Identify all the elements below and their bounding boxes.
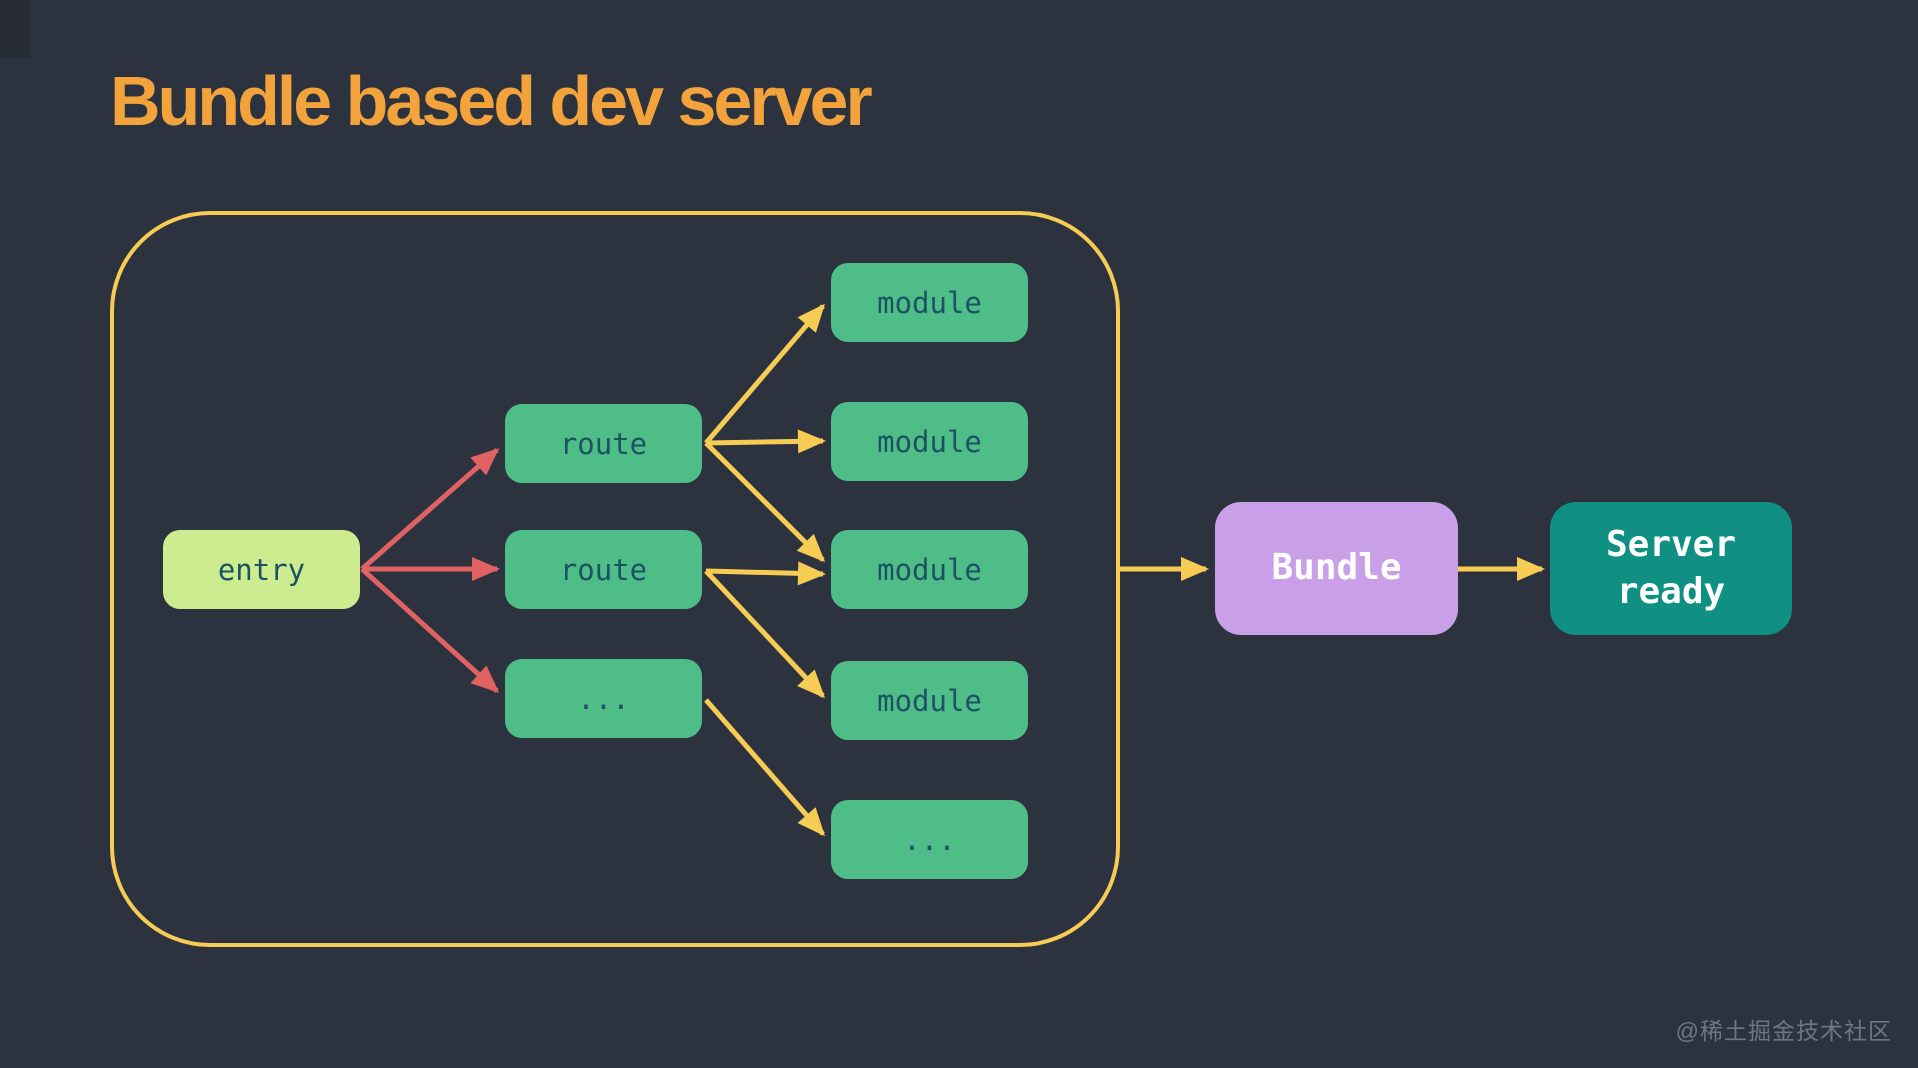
node-modules-more-label: ... [903,822,956,857]
node-module-1: module [831,263,1028,342]
node-routes-more: ... [505,659,702,738]
node-modules-more: ... [831,800,1028,879]
node-bundle: Bundle [1215,502,1458,635]
node-module-3: module [831,530,1028,609]
page-title: Bundle based dev server [110,62,873,140]
node-server-ready: Server ready [1550,502,1792,635]
watermark: @稀土掘金技术社区 [1675,1018,1892,1044]
node-module-2-label: module [877,424,982,459]
node-module-3-label: module [877,552,982,587]
node-routes-more-label: ... [577,681,630,716]
node-module-1-label: module [877,285,982,320]
node-module-4: module [831,661,1028,740]
node-bundle-label: Bundle [1271,547,1402,589]
corner-patch [0,0,30,58]
dev-server-boundary-frame [110,211,1120,947]
node-module-2: module [831,402,1028,481]
node-module-4-label: module [877,683,982,718]
node-entry: entry [163,530,360,609]
node-route-1: route [505,404,702,483]
node-route-2: route [505,530,702,609]
node-route-1-label: route [559,426,648,461]
node-route-2-label: route [559,552,648,587]
node-server-ready-label: Server ready [1605,524,1737,612]
node-entry-label: entry [217,552,306,587]
